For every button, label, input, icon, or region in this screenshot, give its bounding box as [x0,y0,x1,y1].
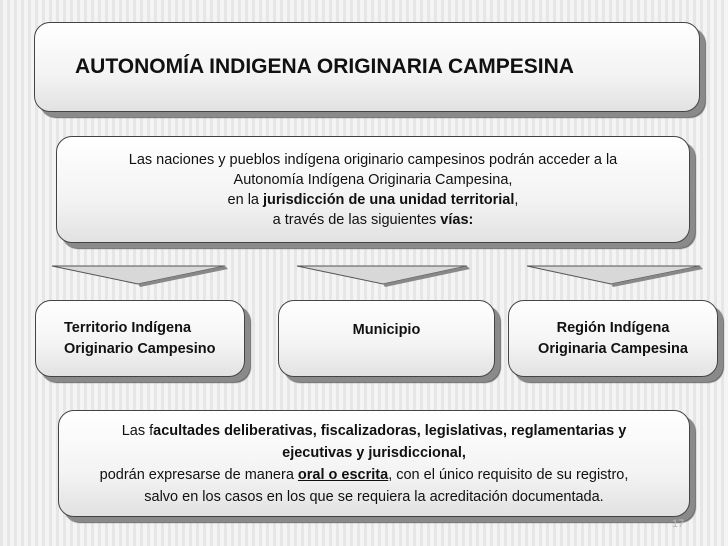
text: Las f [121,422,154,439]
intro-line: a través de las siguientes vías: [273,210,474,230]
text-bold: acultades deliberativas, fiscalizadoras,… [153,422,627,439]
text: , [514,191,519,208]
final-line: Las facultades deliberativas, fiscalizad… [122,420,627,442]
way-region-box: Región Indígena Originaria Campesina [508,300,718,377]
page-number: 17 [672,518,685,530]
final-line: salvo en los casos en los que se requier… [144,488,604,505]
slide-title: AUTONOMÍA INDIGENA ORIGINARIA CAMPESINA [75,55,574,78]
text: en la [227,191,264,208]
way-label: Región Indígena [556,319,670,336]
intro-line: Las naciones y pueblos indígena originar… [128,151,618,168]
way-label: Originario Campesino [64,340,216,357]
intro-line: en la jurisdicción de una unidad territo… [228,190,519,210]
way-municipio-box: Municipio [278,300,495,377]
title-box: AUTONOMÍA INDIGENA ORIGINARIA CAMPESINA [34,22,700,112]
text-bold: ejecutivas y jurisdiccional, [282,444,466,461]
text-bold: vías: [440,211,474,228]
intro-box: Las naciones y pueblos indígena originar… [56,136,690,243]
down-arrow-icon [51,265,228,287]
way-label: Territorio Indígena [64,319,192,336]
faculties-box: Las facultades deliberativas, fiscalizad… [58,410,690,517]
way-label: Municipio [352,322,421,338]
down-arrow-icon [526,265,703,287]
text: a través de las siguientes [272,211,441,228]
text: , con el único requisito de su registro, [388,466,629,483]
way-label: Originaria Campesina [538,340,688,357]
intro-line: Autonomía Indígena Originaria Campesina, [233,171,513,188]
text-bold-underlined: oral o escrita [297,466,389,483]
final-line: ejecutivas y jurisdiccional, [282,442,466,464]
final-line: podrán expresarse de manera oral o escri… [100,464,629,486]
down-arrow-icon [296,265,470,287]
text: podrán expresarse de manera [99,466,298,483]
way-territorio-box: Territorio Indígena Originario Campesino [35,300,245,377]
text-bold: jurisdicción de una unidad territorial [263,191,515,208]
